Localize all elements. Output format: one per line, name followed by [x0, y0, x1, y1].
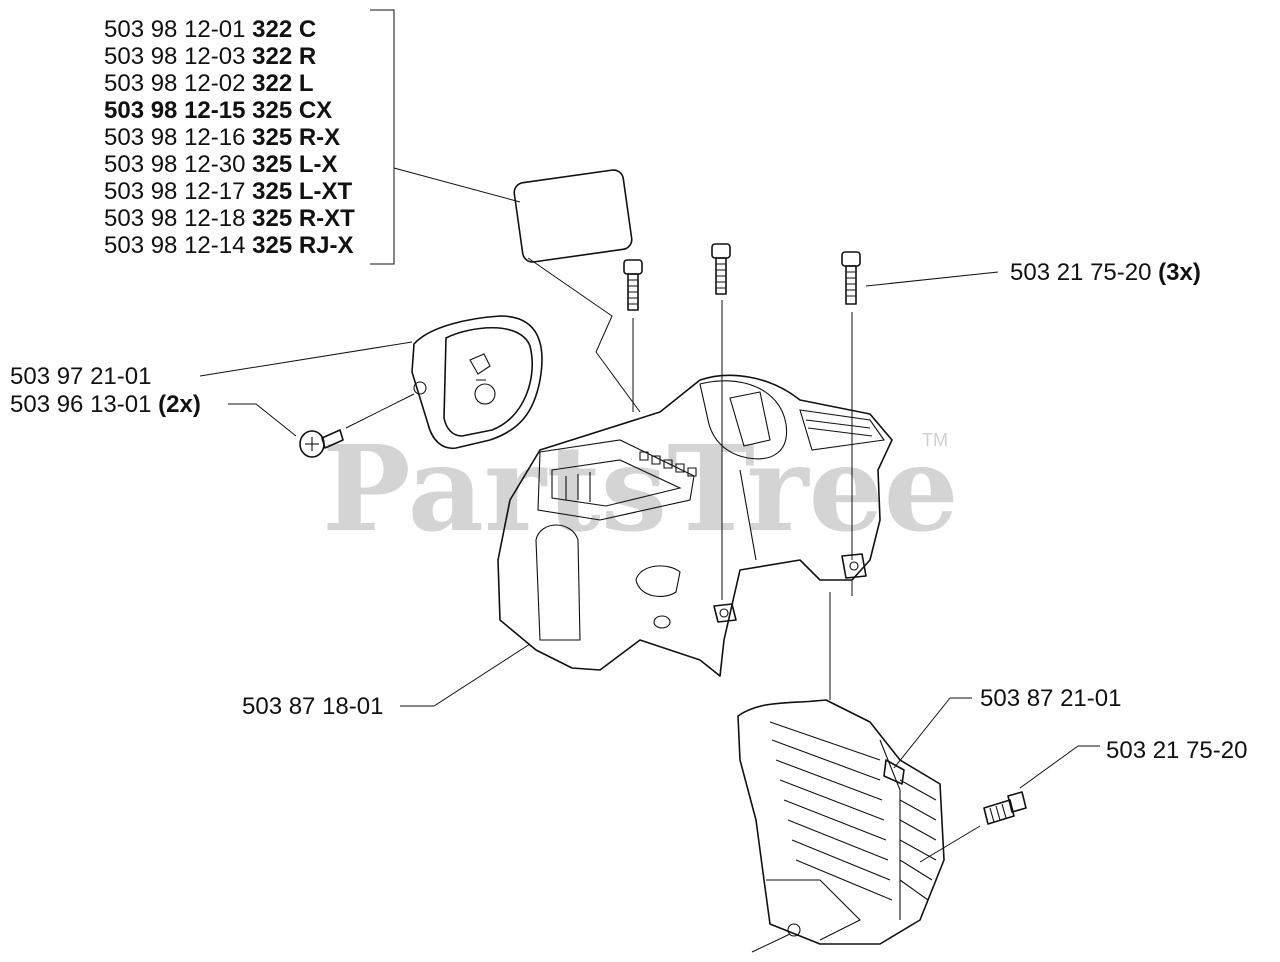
decal-model: 322 L — [252, 70, 313, 97]
decal-part-number: 503 98 12-16 — [104, 124, 245, 151]
decal-model: 325 L-X — [252, 151, 337, 178]
filter-cover: 503 97 21-01 — [10, 315, 543, 449]
filter-screw: 503 96 13-01 (2x) — [10, 391, 415, 458]
filter-cover-label: 503 97 21-01 — [10, 363, 151, 390]
decal-part-table: 503 98 12-01 322 C 503 98 12-03 322 R 50… — [104, 9, 395, 265]
decal-row: 503 98 12-16 325 R-X — [104, 124, 340, 151]
decal-model: 325 L-XT — [252, 178, 352, 205]
top-screws-part: 503 21 75-20 — [1010, 259, 1151, 286]
decal-part-number: 503 98 12-03 — [104, 43, 245, 70]
filter-screw-part: 503 96 13-01 — [10, 391, 151, 418]
decal-part-number: 503 98 12-30 — [104, 151, 245, 178]
cylinder-shield-label: 503 87 21-01 — [980, 685, 1121, 712]
decal-part-number: 503 98 12-18 — [104, 205, 245, 232]
decal-model: 322 C — [252, 16, 316, 43]
decal-part-number: 503 98 12-15 — [104, 97, 245, 124]
screw-2 — [711, 243, 731, 600]
decal-model: 325 R-X — [252, 124, 340, 151]
decal-model: 322 R — [252, 43, 316, 70]
decal-row: 503 98 12-15 325 CX — [104, 97, 332, 124]
decal-model: 325 R-XT — [252, 205, 355, 232]
filter-screw-label: 503 96 13-01 (2x) — [10, 391, 201, 418]
shield-screw-label: 503 21 75-20 — [1106, 737, 1247, 764]
decal-model: 325 CX — [252, 97, 332, 124]
decal-row: 503 98 12-02 322 L — [104, 70, 314, 97]
decal-row: 503 98 12-17 325 L-XT — [104, 178, 353, 205]
top-screws: 503 21 75-20 (3x) — [623, 243, 1201, 600]
engine-cover-label: 503 87 18-01 — [242, 693, 383, 720]
shield-screw: 503 21 75-20 — [919, 737, 1247, 863]
decal-part-number: 503 98 12-01 — [104, 16, 245, 43]
decal-row: 503 98 12-01 322 C — [104, 16, 316, 43]
decal — [393, 167, 641, 413]
screw-3 — [841, 251, 861, 596]
top-screws-label: 503 21 75-20 (3x) — [1010, 259, 1201, 286]
decal-row: 503 98 12-18 325 R-XT — [104, 205, 355, 232]
top-screws-qty: (3x) — [1158, 259, 1201, 286]
decal-part-number: 503 98 12-14 — [104, 232, 245, 259]
watermark-trademark: TM — [922, 430, 948, 450]
engine-cover: 503 87 18-01 — [242, 374, 893, 720]
decal-model: 325 RJ-X — [252, 232, 353, 259]
decal-part-number: 503 98 12-02 — [104, 70, 245, 97]
watermark-text: PartsTree — [322, 419, 959, 558]
decal-row: 503 98 12-03 322 R — [104, 43, 316, 70]
cylinder-shield: 503 87 21-01 — [737, 592, 1121, 953]
screw-1 — [623, 259, 643, 412]
filter-screw-qty: (2x) — [158, 391, 201, 418]
decal-row: 503 98 12-14 325 RJ-X — [104, 232, 354, 259]
table-bracket — [370, 9, 395, 265]
decal-row: 503 98 12-30 325 L-X — [104, 151, 338, 178]
decal-part-number: 503 98 12-17 — [104, 178, 245, 205]
